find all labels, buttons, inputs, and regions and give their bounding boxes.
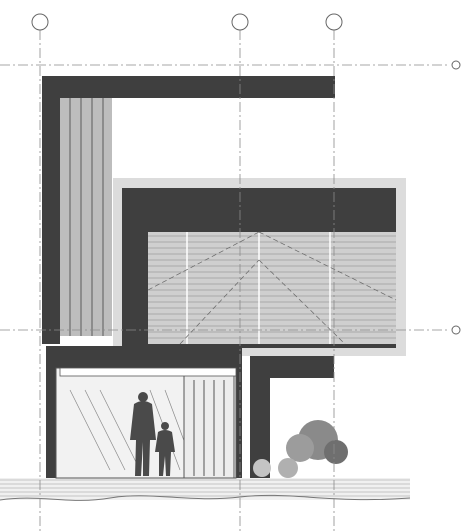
ground [0,478,411,501]
projecting-box [113,178,406,356]
ground-floor-frame [46,346,242,479]
grid-lines [0,30,450,531]
upper-frame [42,76,335,344]
grid-bubbles [31,13,461,335]
garage-frame [250,356,334,478]
shrubs [253,420,348,478]
people-silhouette [130,392,175,476]
